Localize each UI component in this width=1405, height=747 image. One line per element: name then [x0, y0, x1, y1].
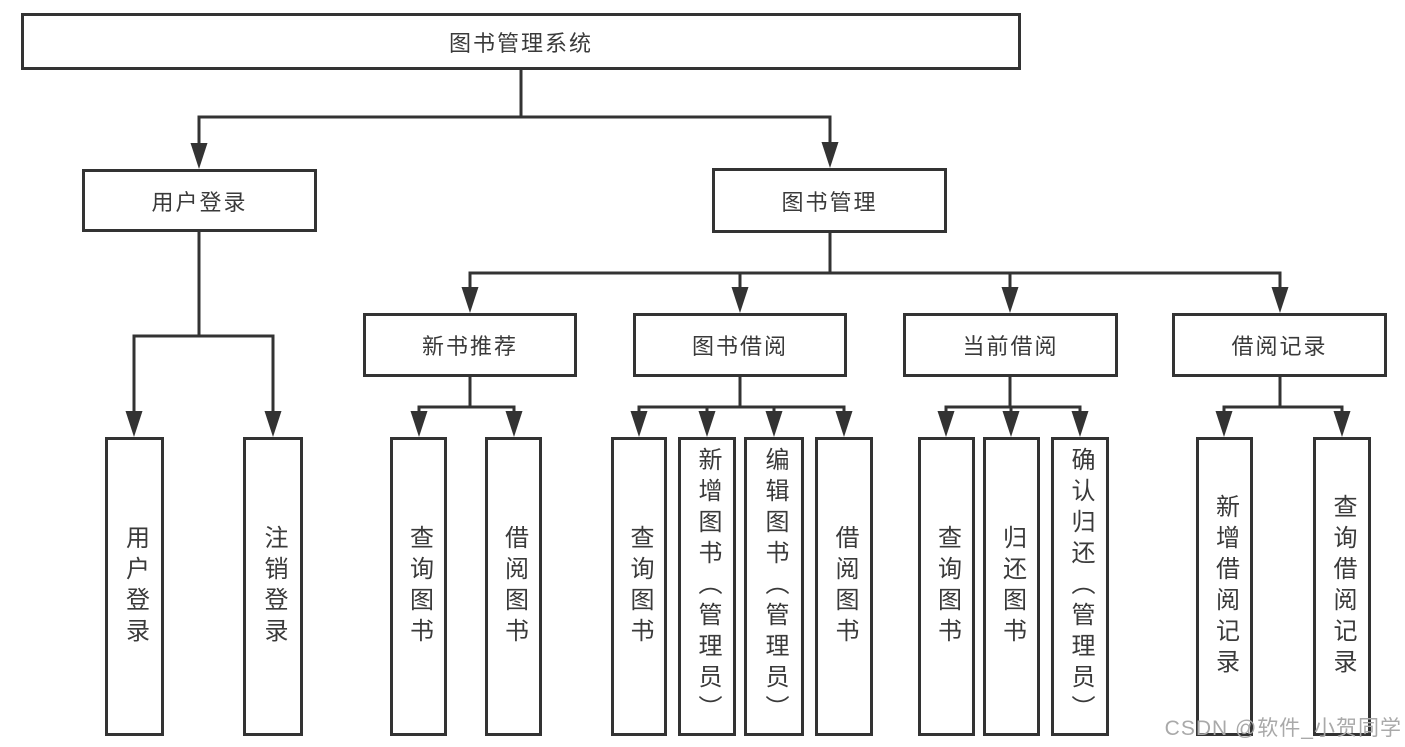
node-book-management: 图书管理: [712, 168, 947, 233]
node-label: 新增图书（管理员）: [694, 447, 721, 726]
node-leaf-query-book-1: 查询图书: [390, 437, 447, 736]
node-root: 图书管理系统: [21, 13, 1021, 70]
node-leaf-user-login: 用户登录: [105, 437, 164, 736]
node-leaf-query-book-3: 查询图书: [918, 437, 975, 736]
node-label: 用户登录: [151, 189, 248, 215]
node-new-book-recommend: 新书推荐: [363, 313, 577, 377]
node-leaf-return-book: 归还图书: [983, 437, 1040, 736]
node-label: 查询图书: [405, 524, 433, 649]
node-label: 归还图书: [998, 524, 1026, 649]
node-leaf-add-borrow-record: 新增借阅记录: [1196, 437, 1253, 736]
node-current-borrow: 当前借阅: [903, 313, 1118, 377]
node-leaf-borrow-book-1: 借阅图书: [485, 437, 542, 736]
node-book-borrow: 图书借阅: [633, 313, 847, 377]
node-label: 编辑图书（管理员）: [761, 447, 788, 726]
node-label: 新书推荐: [421, 334, 518, 359]
node-label: 查询图书: [626, 524, 653, 649]
node-leaf-logout: 注销登录: [243, 437, 303, 736]
node-label: 当前借阅: [962, 334, 1059, 359]
node-leaf-borrow-book-2: 借阅图书: [815, 437, 873, 736]
node-label: 借阅图书: [500, 524, 528, 649]
node-leaf-edit-book: 编辑图书（管理员）: [744, 437, 804, 736]
node-label: 图书借阅: [691, 334, 788, 359]
node-label: 查询借阅记录: [1329, 493, 1356, 680]
node-user-login-group: 用户登录: [82, 169, 317, 232]
node-leaf-confirm-return: 确认归还（管理员）: [1051, 437, 1109, 736]
node-label: 借阅记录: [1231, 334, 1328, 359]
node-label: 确认归还（管理员）: [1067, 447, 1094, 726]
node-label: 新增借阅记录: [1211, 493, 1239, 680]
node-label: 用户登录: [121, 524, 149, 649]
node-label: 借阅图书: [831, 524, 858, 649]
node-label: 查询图书: [933, 524, 961, 649]
node-label: 注销登录: [260, 524, 287, 649]
node-label: 图书管理系统: [448, 30, 593, 56]
node-leaf-query-borrow-record: 查询借阅记录: [1313, 437, 1371, 736]
watermark: CSDN @软件_小贺同学: [1164, 717, 1402, 740]
node-leaf-query-book-2: 查询图书: [611, 437, 667, 736]
node-label: 图书管理: [781, 189, 878, 215]
node-borrow-records: 借阅记录: [1172, 313, 1387, 377]
node-leaf-add-book: 新增图书（管理员）: [678, 437, 736, 736]
